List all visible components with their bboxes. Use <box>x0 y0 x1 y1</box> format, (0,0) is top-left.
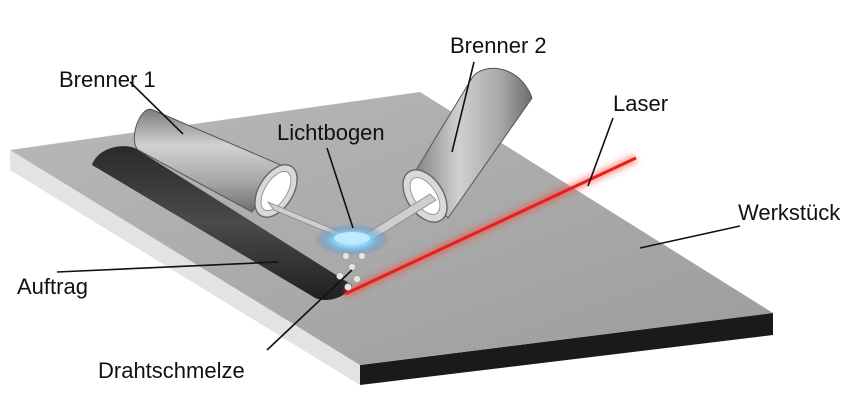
label-brenner-1: Brenner 1 <box>59 67 156 92</box>
label-brenner-2: Brenner 2 <box>450 33 547 58</box>
label-drahtschmelze: Drahtschmelze <box>98 358 245 383</box>
deposit-bead <box>92 146 352 301</box>
wire-melt-droplets <box>336 252 366 291</box>
torch-2-body <box>409 67 533 219</box>
label-auftrag: Auftrag <box>17 274 88 299</box>
laser-beam <box>343 153 638 299</box>
torch-1 <box>133 108 298 218</box>
torch-1-body <box>133 108 284 213</box>
label-lichtbogen: Lichtbogen <box>277 120 385 145</box>
label-laser: Laser <box>613 91 668 116</box>
weld-deposit <box>92 146 352 301</box>
arc <box>314 224 390 256</box>
leader-lines <box>56 61 741 351</box>
workpiece-front-face <box>360 313 773 385</box>
workpiece <box>10 92 773 385</box>
workpiece-left-face <box>10 150 360 385</box>
label-werkstueck: Werkstück <box>738 200 841 225</box>
